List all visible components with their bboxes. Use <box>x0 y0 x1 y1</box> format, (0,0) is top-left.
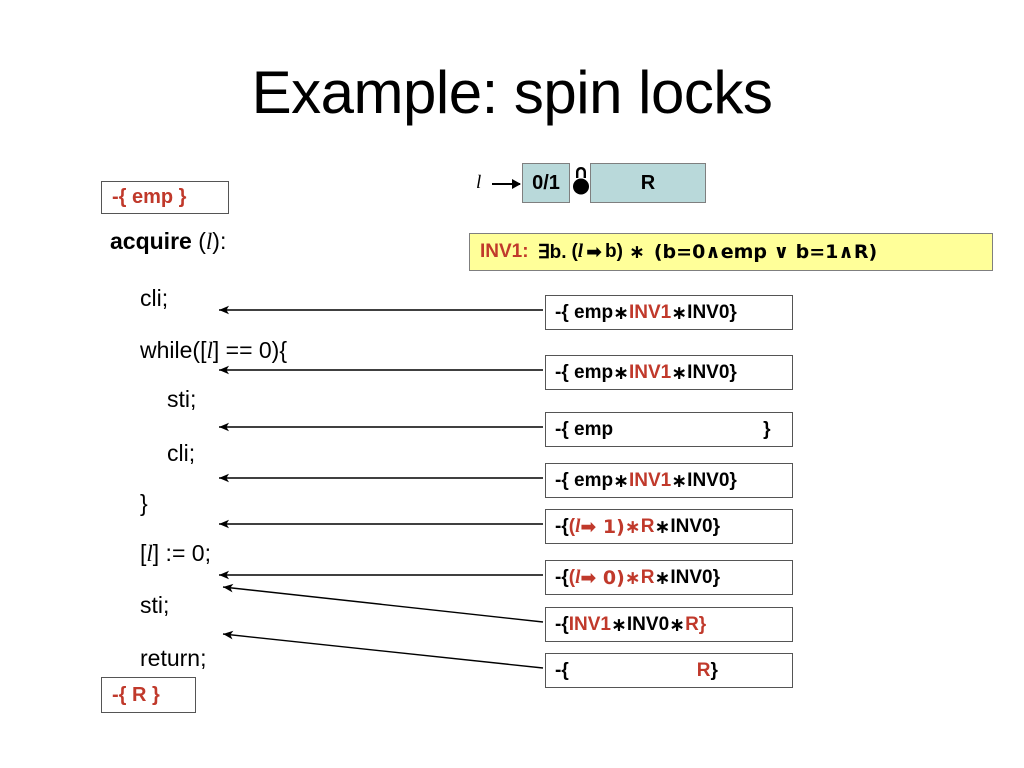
assertion-token: ∗ <box>669 613 686 636</box>
assertion-token: -{ <box>555 613 569 635</box>
assertion-token: -{ <box>555 515 569 537</box>
postcondition-text: -{ R } <box>112 683 160 706</box>
assertion-token: INV0} <box>670 515 721 537</box>
assertion-token: R <box>696 659 711 681</box>
code-text: [ <box>140 540 147 566</box>
invariant-pointsto-open: ( <box>571 241 578 262</box>
heap-cell-bit: 0/1 <box>522 163 570 203</box>
invariant-label: INV1: <box>480 241 529 262</box>
assertion-token: ∗ <box>654 566 671 589</box>
invariant-star-op: ∗ <box>628 241 645 263</box>
code-line: return; <box>140 645 207 671</box>
assertion-token: ∗ <box>624 566 641 589</box>
invariant-pointsto-var: l <box>577 241 584 262</box>
code-signature-open: ( <box>191 228 206 254</box>
code-text: ] == 0){ <box>212 337 288 363</box>
code-variable: l <box>146 541 153 566</box>
assertion-token: INV0} <box>670 566 721 588</box>
code-signature-param: l <box>205 229 213 254</box>
assertion-box: -{ (l ➡ 1) ∗ R ∗ INV0} <box>545 509 793 544</box>
connector-arrow-7 <box>222 583 544 623</box>
assertion-box: -{ emp ∗ INV1 ∗ INV0} <box>545 463 793 498</box>
code-text: ] := 0; <box>152 540 211 566</box>
assertion-token: ➡ 1) <box>580 515 625 538</box>
code-line: cli; <box>140 285 169 311</box>
assertion-box: -{ INV1 ∗ INV0 ∗ R} <box>545 607 793 642</box>
assertion-token: -{ emp <box>555 361 614 383</box>
assertion-token: ( <box>568 515 576 537</box>
heap-variable-label: l <box>476 172 482 193</box>
code-signature-close: ): <box>212 228 227 254</box>
page-title: Example: spin locks <box>251 59 773 126</box>
assertion-box: -{ R} <box>545 653 793 688</box>
assertion-token: ∗ <box>671 361 688 384</box>
assertion-token: INV0} <box>687 301 737 323</box>
code-line: while([l] == 0){ <box>140 337 287 364</box>
code-line: } <box>140 490 148 516</box>
code-signature-keyword: acquire <box>110 228 192 254</box>
assertion-token: } <box>710 659 718 681</box>
assertion-token: l <box>575 566 581 588</box>
assertion-token: ∗ <box>613 301 629 324</box>
assertion-token: ∗ <box>610 613 627 636</box>
assertion-box: -{ emp ∗ INV1 ∗ INV0} <box>545 355 793 390</box>
assertion-token: INV1 <box>629 469 672 491</box>
assertion-token: ∗ <box>624 515 641 538</box>
assertion-token: INV0} <box>687 361 737 383</box>
invariant-pointsto-val: b) <box>605 241 623 262</box>
assertion-token: INV1 <box>629 361 672 383</box>
assertion-token: INV1 <box>568 613 611 635</box>
precondition-box: -{ emp } <box>101 181 229 214</box>
invariant-pointsto-arrow-icon: ➡ <box>586 241 602 263</box>
invariant-quantifier: ∃b. <box>537 241 567 263</box>
code-text: while([ <box>140 337 207 363</box>
assertion-token: -{ <box>555 566 569 588</box>
assertion-token: -{ emp <box>555 301 614 323</box>
right-arrow-icon <box>492 179 521 189</box>
assertion-token: ∗ <box>671 469 688 492</box>
assertion-token: l <box>575 515 581 537</box>
assertion-token: INV0} <box>687 469 737 491</box>
code-variable: l <box>206 338 213 363</box>
assertion-token: R <box>640 566 655 588</box>
connector-arrow-8 <box>222 630 544 669</box>
assertion-box: -{ (l ➡ 0) ∗ R ∗ INV0} <box>545 560 793 595</box>
assertion-token: R} <box>685 613 707 635</box>
assertion-token: ∗ <box>613 361 629 384</box>
assertion-token: } <box>763 418 771 440</box>
assertion-token: -{ emp <box>555 469 614 491</box>
invariant-banner: INV1: ∃b. ( l ➡ b) ∗ (b=0∧emp ∨ b=1∧R) <box>469 233 993 271</box>
postcondition-box: -{ R } <box>101 677 196 713</box>
heap-cell-bit-label: 0/1 <box>532 171 560 194</box>
code-line: sti; <box>167 386 197 412</box>
assertion-token: ∗ <box>613 469 629 492</box>
code-signature: acquire (l): <box>110 228 226 255</box>
assertion-box: -{ emp ∗ INV1 ∗ INV0} <box>545 295 793 330</box>
code-line: sti; <box>140 592 170 618</box>
assertion-token: R <box>640 515 655 537</box>
assertion-token: INV1 <box>629 301 672 323</box>
assertion-token: INV0 <box>626 613 670 635</box>
assertion-token: ( <box>568 566 576 588</box>
padlock-icon <box>573 167 589 195</box>
assertion-token: -{ <box>555 659 569 681</box>
assertion-token: ∗ <box>671 301 688 324</box>
precondition-text: -{ emp } <box>112 186 187 208</box>
code-line: [l] := 0; <box>140 540 211 567</box>
assertion-token: ➡ 0) <box>580 566 625 589</box>
assertion-box: -{ emp} <box>545 412 793 447</box>
assertion-token: ∗ <box>654 515 671 538</box>
heap-diagram: l 0/1 R <box>472 163 722 207</box>
code-line: cli; <box>167 440 196 466</box>
heap-cell-resource-label: R <box>640 171 656 194</box>
assertion-token: -{ emp <box>555 418 614 440</box>
invariant-body: (b=0∧emp ∨ b=1∧R) <box>653 241 878 263</box>
heap-cell-resource: R <box>590 163 706 203</box>
